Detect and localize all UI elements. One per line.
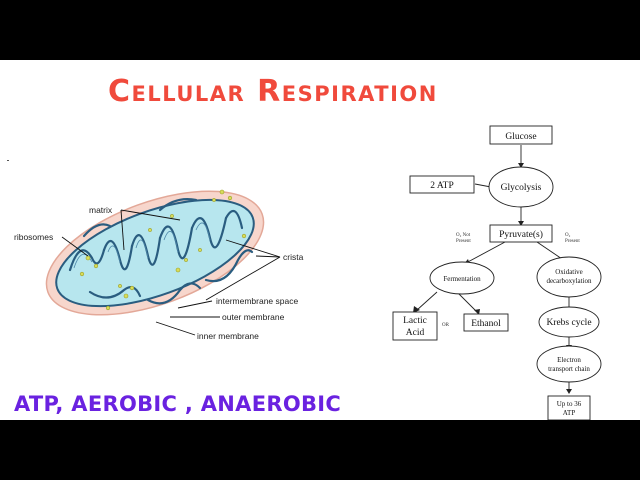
stray-mark [7, 160, 9, 161]
label-inner-membrane: inner membrane [197, 331, 259, 341]
cristae-inner-lines [73, 222, 211, 269]
electron-transport-node [536, 345, 602, 383]
label-outer-membrane: outer membrane [222, 312, 285, 322]
lactic-acid-box [392, 311, 438, 341]
ethanol-box [463, 313, 509, 332]
oxidative-label-line1: Oxidative [555, 268, 583, 276]
slide-title: Cellular Respiration [108, 74, 438, 109]
label-leader-lines [61, 209, 281, 336]
krebs-label: Krebs cycle [546, 318, 591, 328]
atp-label: 2 ATP [430, 181, 454, 191]
oxidative-label-line2: decarboxylation [546, 277, 592, 285]
letterbox-top [0, 0, 640, 60]
o2-not-present-line2: Present [456, 239, 471, 244]
oxidative-decarboxylation-node [536, 256, 602, 298]
glucose-label: Glucose [505, 132, 536, 142]
etc-label-line1: Electron [557, 356, 581, 364]
pyruvate-box [489, 224, 553, 243]
atp-box [409, 175, 475, 194]
upto-label-line2: ATP [563, 409, 576, 417]
fermentation-label: Fermentation [443, 275, 481, 283]
lactic-label-line1: Lactic [403, 316, 427, 326]
o2-present-line2: Present [565, 239, 580, 244]
ethanol-label: Ethanol [471, 319, 501, 329]
label-crista: crista [283, 252, 304, 262]
pyruvate-label: Pyruvate(s) [499, 229, 543, 240]
glycolysis-label: Glycolysis [501, 183, 542, 193]
respiration-flowchart: Glucose 2 ATP Glycolysis Pyruvate(s) O₂ … [392, 125, 602, 420]
glycolysis-node [488, 166, 554, 208]
upto-36-atp-box [547, 395, 591, 420]
krebs-cycle-node [538, 306, 600, 338]
slide-subtitle: ATP, AEROBIC , ANAEROBIC [14, 392, 342, 416]
or-label: OR [442, 323, 450, 328]
slide-canvas: Cellular Respiration [0, 60, 640, 420]
label-ribosomes: ribosomes [14, 232, 53, 242]
cristae-folds [68, 198, 254, 305]
upto-label-line1: Up to 36 [557, 400, 582, 408]
label-intermembrane-space: intermembrane space [216, 296, 298, 306]
fermentation-node [429, 261, 495, 295]
o2-not-present-line1: O₂ Not [456, 233, 471, 238]
label-matrix: matrix [89, 205, 113, 215]
glucose-box [489, 125, 553, 145]
lactic-label-line2: Acid [406, 328, 425, 338]
diagram-svg: matrix ribosomes crista intermembrane sp… [14, 125, 602, 420]
mitochondrion-illustration: matrix ribosomes crista intermembrane sp… [14, 189, 304, 341]
ribosome-granules [79, 189, 247, 311]
o2-present-line1: O₂ [565, 233, 571, 238]
letterbox-bottom [0, 420, 640, 480]
etc-label-line2: transport chain [548, 365, 590, 373]
